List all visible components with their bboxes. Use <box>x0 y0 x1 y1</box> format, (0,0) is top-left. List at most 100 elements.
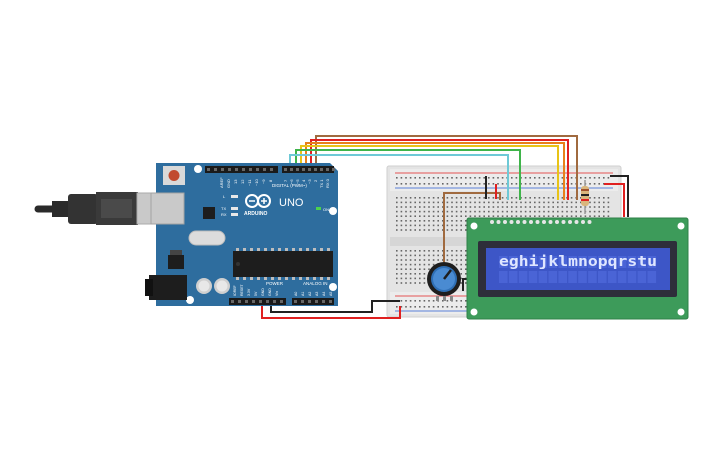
arduino-mount-hole <box>194 165 202 173</box>
pin-label: A2 <box>308 292 312 296</box>
pin-label: ~5 <box>295 179 300 184</box>
pin-label: RESET <box>240 283 244 296</box>
lcd-module[interactable]: eghijklmnopqrstu <box>466 217 689 320</box>
lcd-cell <box>598 271 607 283</box>
lcd-cell <box>637 256 647 268</box>
wire-black-gnd <box>270 300 400 313</box>
pin-label: ~10 <box>254 178 259 186</box>
lcd-pin <box>574 220 579 224</box>
crystal <box>188 230 226 246</box>
lcd-mount-hole-tl <box>470 222 478 230</box>
lcd-display-text: eghijklmnopqrstu <box>499 254 657 270</box>
led-tx-label: TX <box>221 206 226 211</box>
pin-label: AREF <box>219 177 224 188</box>
lcd-cell <box>558 256 567 268</box>
pin-label: 8 <box>268 179 273 182</box>
arduino-mount-hole <box>186 296 194 304</box>
lcd-pin <box>529 220 533 224</box>
on-label: ON <box>323 207 329 212</box>
pin-label: A1 <box>301 292 305 296</box>
wire-yellow <box>300 145 559 200</box>
arduino-logo-icon <box>245 194 271 208</box>
on-led <box>316 207 321 210</box>
lcd-cell <box>637 271 647 283</box>
lcd-cell <box>499 256 508 268</box>
lcd-pin <box>509 220 514 224</box>
potentiometer[interactable] <box>427 262 461 301</box>
wire-green <box>295 149 521 200</box>
lcd-cell <box>647 271 657 283</box>
lcd-cell <box>578 256 587 268</box>
lcd-pin <box>503 220 507 224</box>
pin-label: 7 <box>283 179 288 182</box>
lcd-pin <box>496 220 501 224</box>
lcd-cell <box>568 256 577 268</box>
lcd-cell <box>538 271 548 283</box>
led-rx-label: RX <box>221 212 227 217</box>
lcd-cell <box>518 271 528 283</box>
atmega-chip <box>233 251 333 277</box>
pin-label: ~11 <box>247 179 252 186</box>
lcd-pin <box>522 220 527 224</box>
pin-label: GND <box>261 288 265 296</box>
arduino-mount-hole <box>329 207 337 215</box>
pin-label: 12 <box>240 179 245 184</box>
lcd-cell <box>598 256 607 268</box>
small-chip <box>203 207 215 219</box>
pin-label: TX 1 <box>319 179 324 188</box>
wire-red-rail <box>604 183 625 217</box>
lcd-cell <box>607 256 617 268</box>
pin-label: A3 <box>315 292 319 296</box>
lcd-pin <box>516 220 520 224</box>
lcd-pin <box>581 220 585 224</box>
lcd-cell <box>627 271 637 283</box>
lcd-pin <box>561 220 566 224</box>
lcd-cell <box>617 271 627 283</box>
lcd-pin <box>542 220 546 224</box>
lcd-pin <box>548 220 553 224</box>
lcd-cell <box>627 256 637 268</box>
lcd-cell <box>528 271 538 283</box>
lcd-cell <box>588 256 597 268</box>
pin-label: RX 0 <box>325 178 330 188</box>
digital-header-left <box>205 166 278 173</box>
digital-header-label: DIGITAL (PWM~) <box>272 183 307 188</box>
arduino-uno-board[interactable]: L TX RX ON UNO ARDUINO AREF GND 13 12 <box>145 163 338 306</box>
resistor[interactable] <box>581 180 589 214</box>
pin-label: Vin <box>275 291 279 296</box>
wire-brown <box>315 135 578 200</box>
lcd-header-pins <box>490 220 592 224</box>
lcd-cell <box>548 256 558 268</box>
pin-label: 2 <box>313 179 318 182</box>
arduino-brand: ARDUINO <box>244 211 267 217</box>
lcd-cell <box>647 256 657 268</box>
wire-brown-pot <box>443 192 501 262</box>
lcd-cell <box>518 256 528 268</box>
wire-black-rail <box>610 175 629 217</box>
lcd-cell <box>538 256 548 268</box>
analog-header-label: ANALOG IN <box>303 281 328 286</box>
pin-label: 4 <box>301 179 306 182</box>
lcd-mount-hole-br <box>677 308 685 316</box>
wire-teal <box>289 154 509 200</box>
led-l-label: L <box>223 194 226 199</box>
arduino-model: UNO <box>279 197 304 209</box>
lcd-cell <box>588 271 597 283</box>
pin-label: 3.3V <box>247 288 251 296</box>
pin-label: A5 <box>329 292 333 296</box>
signal-wires <box>261 135 629 319</box>
lcd-cell <box>607 271 617 283</box>
lcd-cell <box>617 256 627 268</box>
lcd-cell <box>508 271 518 283</box>
pin-label: ~3 <box>307 179 312 184</box>
power-jack <box>149 275 187 300</box>
pin-label: 5V <box>254 291 258 296</box>
lcd-cell <box>558 271 567 283</box>
usb-jack <box>150 192 185 225</box>
arduino-mount-hole <box>329 283 337 291</box>
lcd-mount-hole-tr <box>677 222 685 230</box>
pin-label: A0 <box>294 292 298 296</box>
pin-label: ~6 <box>289 179 294 184</box>
lcd-character-cells <box>499 256 657 283</box>
